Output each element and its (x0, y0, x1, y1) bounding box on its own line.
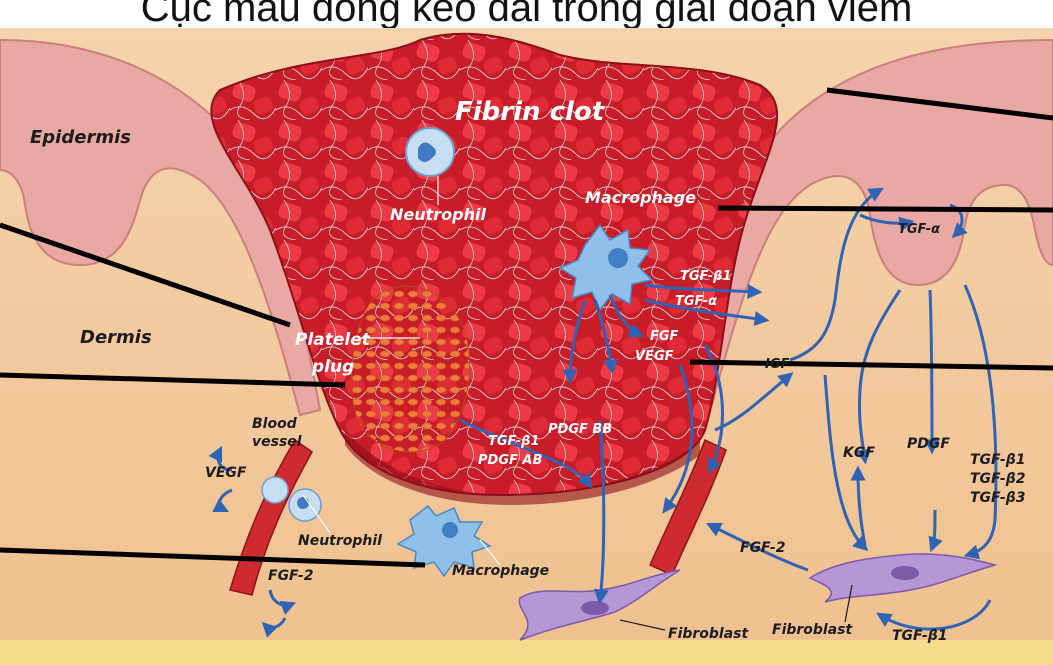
macrophage-clot-label: Macrophage (585, 188, 696, 207)
wound-healing-diagram: Fibrin clot Epidermis Dermis Neutrophil … (0, 28, 1053, 665)
blood-label: Blood (252, 416, 298, 432)
neutrophil-clot-label: Neutrophil (390, 205, 486, 224)
factor-pdgf-right: PDGF (907, 436, 950, 452)
factor-tgf-b1-plate: TGF-β1 (488, 434, 540, 449)
factor-fgf: FGF (650, 329, 679, 344)
fibrin-clot-label: Fibrin clot (455, 97, 606, 127)
vessel-label: vessel (252, 434, 302, 450)
factor-tgf-a-top: TGF-α (898, 222, 940, 237)
factor-tgf-b1-right: TGF-β1 (970, 452, 1025, 468)
factor-tgf-b1-bottom: TGF-β1 (892, 628, 947, 644)
fibroblast-right-label: Fibroblast (772, 622, 854, 638)
epidermis-label: Epidermis (30, 127, 131, 148)
factor-vegf-vessel: VEGF (205, 465, 247, 481)
factor-igf: IGF (765, 357, 790, 372)
factor-fgf2-fibro: FGF-2 (740, 540, 785, 556)
neutrophil-clot-cell (406, 128, 454, 176)
platelet-label: Platelet (295, 330, 371, 350)
factor-kgf: KGF (843, 445, 875, 461)
fibroblast-center-label: Fibroblast (668, 626, 750, 642)
slide-title: Cục máu đông kéo dài trong giai đoạn viê… (0, 0, 1053, 31)
macrophage-tissue-label: Macrophage (452, 563, 549, 579)
factor-pdgf-ab: PDGF AB (478, 453, 542, 468)
factor-tgf-a-mac: TGF-α (675, 294, 717, 309)
factor-fgf2-vessel: FGF-2 (268, 568, 313, 584)
neutrophil-tissue-label: Neutrophil (298, 533, 382, 549)
dermis-label: Dermis (80, 327, 152, 348)
platelet-plug (351, 286, 469, 452)
factor-tgf-b3-right: TGF-β3 (970, 490, 1025, 506)
factor-tgf-b1-mac: TGF-β1 (680, 269, 732, 284)
factor-tgf-b2-right: TGF-β2 (970, 471, 1025, 487)
factor-pdgf-bb: PDGF BB (548, 422, 612, 437)
plug-label: plug (311, 357, 354, 377)
factor-vegf-clot: VEGF (635, 349, 674, 364)
